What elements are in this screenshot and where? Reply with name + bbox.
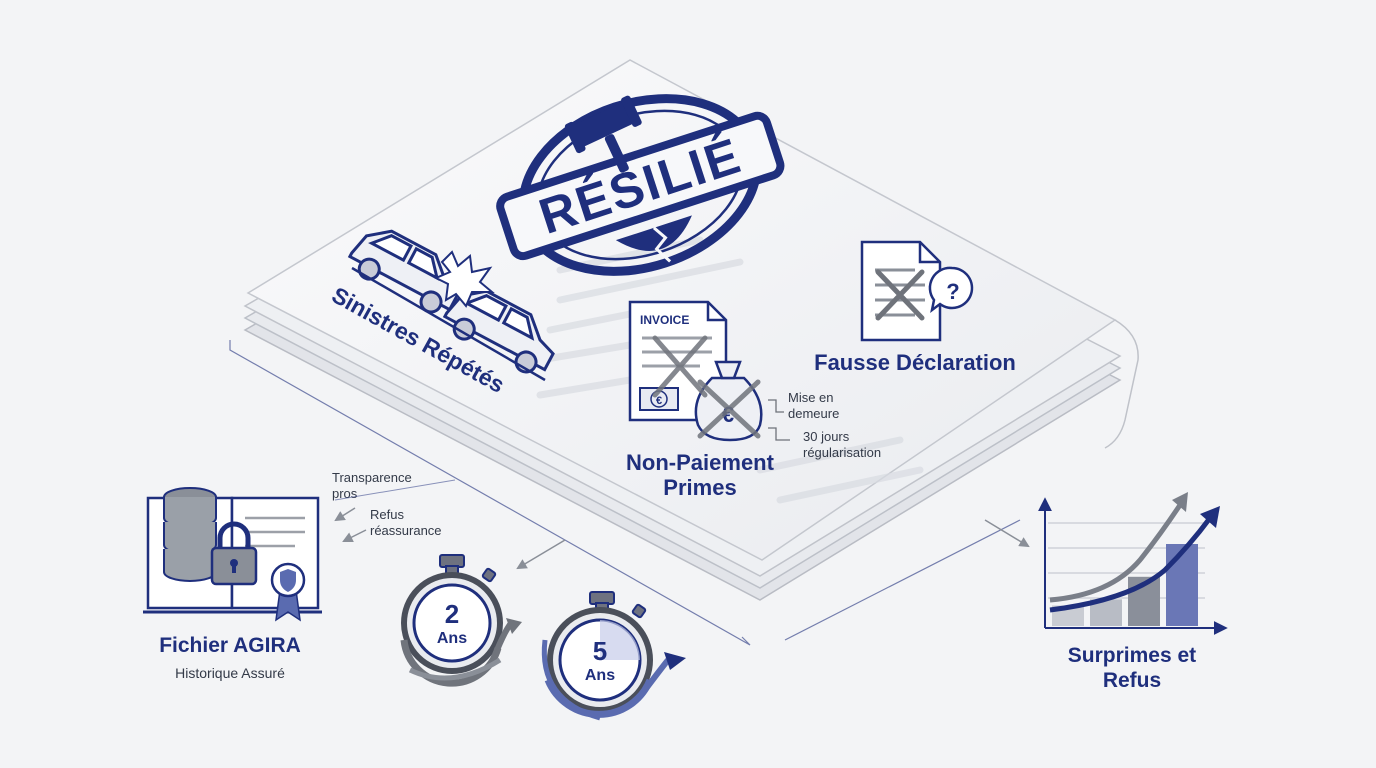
car-crash-icon <box>347 229 555 382</box>
agira-subtitle: Historique Assuré <box>175 665 285 681</box>
surprimes-label-2: Refus <box>1103 669 1161 692</box>
agira-note-transparence: Transparence <box>332 470 412 485</box>
surprimes-chart-icon <box>1038 492 1228 635</box>
fausse-label: Fausse Déclaration <box>814 350 1016 375</box>
chart-bar-4 <box>1166 544 1198 626</box>
note-30-jours: 30 jours <box>803 429 850 444</box>
surprimes-label-1: Surprimes et <box>1068 644 1196 667</box>
invoice-label: INVOICE <box>640 313 689 327</box>
stopwatch-2-ans-icon <box>400 554 522 687</box>
agira-arrows <box>334 507 367 542</box>
agira-note-refus: Refus <box>370 507 404 522</box>
database-book-icon <box>143 487 322 622</box>
currency-symbol: € <box>656 395 662 407</box>
non-paiement-label-2: Primes <box>663 475 736 500</box>
cross-mark-icon <box>652 335 761 439</box>
timer-pointer-arrow <box>516 539 566 570</box>
agira-title: Fichier AGIRA <box>159 634 301 657</box>
certificate-badge-icon <box>270 562 306 622</box>
callout-lines <box>768 399 790 441</box>
padlock-icon <box>210 521 258 586</box>
database-icon <box>163 487 217 582</box>
stopwatch-5-ans-icon <box>541 591 686 721</box>
question-doc-icon: ? <box>860 240 974 342</box>
gavel-icon <box>564 95 642 173</box>
agira-note-reassurance: réassurance <box>370 523 442 538</box>
timer-2-number: 5 <box>593 636 607 666</box>
non-paiement-label-1: Non-Paiement <box>626 450 775 475</box>
trend-arrow-navy <box>1049 516 1213 613</box>
trend-arrow-gray <box>1049 503 1183 603</box>
timer-1-unit: Ans <box>437 630 467 647</box>
timer-2-unit: Ans <box>585 667 615 684</box>
chart-pointer-arrow <box>984 519 1030 548</box>
note-demeure: demeure <box>788 406 839 421</box>
note-regularisation: régularisation <box>803 445 881 460</box>
timer-1-number: 2 <box>445 599 459 629</box>
svg-text:?: ? <box>946 279 959 304</box>
note-mise-en: Mise en <box>788 390 834 405</box>
